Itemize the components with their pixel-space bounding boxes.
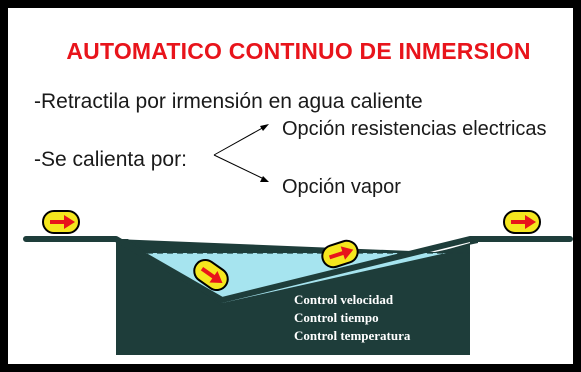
diagram-title: AUTOMATICO CONTINUO DE INMERSION <box>66 38 531 64</box>
option-electric-resistance: Opción resistencias electricas <box>282 118 547 140</box>
heated-by-text: -Se calienta por: <box>34 148 187 171</box>
conveyor-belt <box>23 236 573 303</box>
arrow-head-upper <box>260 124 269 131</box>
capsule-arrow-icon <box>41 209 81 235</box>
control-speed: Control velocidad <box>294 292 394 307</box>
control-time: Control tiempo <box>294 310 379 325</box>
capsule-arrow-icon <box>502 209 542 235</box>
arrow-head-lower <box>260 176 269 182</box>
tank-fill <box>116 239 470 355</box>
option-steam: Opción vapor <box>282 176 401 198</box>
control-temperature: Control temperatura <box>294 328 411 343</box>
branch-arrows <box>213 125 267 181</box>
retractable-text: -Retractila por irmensión en agua calien… <box>34 90 423 113</box>
